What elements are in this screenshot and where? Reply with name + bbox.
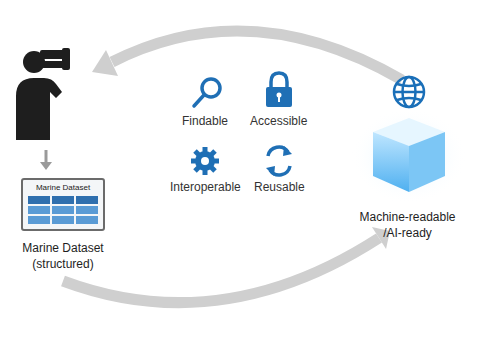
refresh-icon bbox=[266, 146, 292, 176]
dataset-caption: Marine Dataset (structured) bbox=[8, 241, 118, 272]
cycle-arc bbox=[63, 238, 379, 303]
person-icon bbox=[16, 48, 70, 140]
cycle-arrowhead bbox=[92, 50, 118, 76]
fair-label: Interoperable bbox=[170, 180, 241, 194]
ai-ready-node: Machine-readable /AI-ready bbox=[345, 66, 470, 244]
fair-label: Reusable bbox=[254, 180, 305, 194]
cycle-arc bbox=[112, 31, 402, 80]
magnifier-icon bbox=[194, 79, 220, 106]
down-arrowhead bbox=[40, 162, 52, 170]
table-icon: Marine Dataset bbox=[21, 178, 105, 231]
gear-icon bbox=[191, 147, 219, 175]
table-heading: Marine Dataset bbox=[27, 183, 99, 192]
fair-label: Accessible bbox=[250, 114, 307, 128]
down-arrow bbox=[45, 150, 48, 163]
fair-label: Findable bbox=[182, 114, 228, 128]
lock-icon bbox=[266, 73, 292, 107]
dataset-node: Marine DatasetMarine Dataset (structured… bbox=[8, 178, 118, 275]
table-grid bbox=[27, 195, 99, 225]
globe-cube-icon bbox=[345, 66, 470, 206]
ai-ready-label: Machine-readable /AI-ready bbox=[352, 210, 464, 241]
